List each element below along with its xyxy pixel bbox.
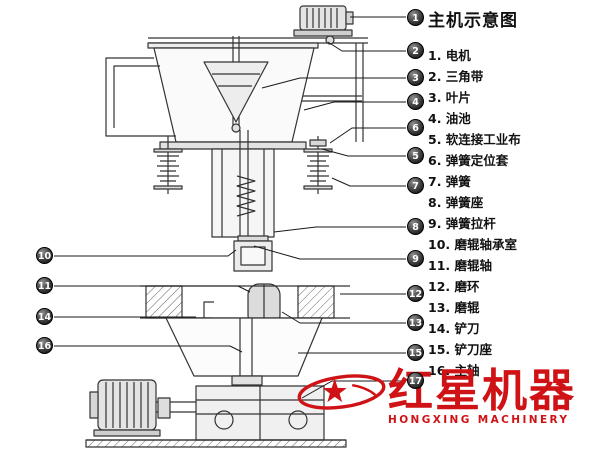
callout-8: 8	[407, 218, 424, 235]
roller-assembly	[233, 235, 281, 327]
callout-7: 7	[407, 177, 424, 194]
legend-item-8: 8. 弹簧座	[428, 195, 484, 210]
legend: 主机示意图 1. 电机 2. 三角带 3. 叶片 4. 油池 5. 软连接工业布…	[428, 6, 521, 381]
legend-item-5: 5. 软连接工业布	[428, 132, 521, 147]
legend-items: 1. 电机 2. 三角带 3. 叶片 4. 油池 5. 软连接工业布 6. 弹簧…	[428, 45, 521, 381]
callout-1: 1	[407, 9, 424, 26]
legend-item-16: 16. 主轴	[428, 363, 480, 378]
callout-2: 2	[407, 42, 424, 59]
legend-item-6: 6. 弹簧定位套	[428, 153, 509, 168]
watermark: 红星机器 HONGXING MACHINERY	[296, 368, 600, 427]
lower-housing	[165, 317, 323, 392]
legend-item-13: 13. 磨辊	[428, 300, 480, 315]
callout-4: 4	[407, 93, 424, 110]
legend-item-7: 7. 弹簧	[428, 174, 471, 189]
callout-11: 11	[36, 277, 53, 294]
callout-16: 16	[36, 337, 53, 354]
legend-item-2: 2. 三角带	[428, 69, 484, 84]
hongxing-logo-icon	[297, 374, 386, 410]
legend-item-9: 9. 弹簧拉杆	[428, 216, 496, 231]
callout-17: 17	[407, 372, 424, 389]
analyzer-motor	[293, 5, 354, 45]
legend-item-10: 10. 磨辊轴承室	[428, 237, 517, 252]
legend-item-4: 4. 油池	[428, 111, 471, 126]
legend-title: 主机示意图	[428, 11, 518, 31]
brand-name-en: HONGXING MACHINERY	[388, 414, 570, 427]
grinding-ring	[140, 285, 350, 319]
center-column	[211, 130, 275, 262]
legend-item-3: 3. 叶片	[428, 90, 471, 105]
upper-housing	[105, 36, 319, 143]
callout-13: 13	[407, 314, 424, 331]
callout-6: 6	[407, 119, 424, 136]
callout-12: 12	[407, 285, 424, 302]
legend-item-14: 14. 铲刀	[428, 321, 480, 336]
legend-item-12: 12. 磨环	[428, 279, 480, 294]
callout-5: 5	[407, 147, 424, 164]
legend-item-15: 15. 铲刀座	[428, 342, 492, 357]
callout-9: 9	[407, 250, 424, 267]
legend-item-1: 1. 电机	[428, 48, 471, 63]
legend-item-11: 11. 磨辊轴	[428, 258, 492, 273]
callout-3: 3	[407, 69, 424, 86]
callout-10: 10	[36, 247, 53, 264]
callout-14: 14	[36, 308, 53, 325]
leader-lines	[54, 16, 406, 399]
spring-assemblies	[153, 136, 333, 194]
bottom-drive	[85, 379, 347, 448]
callout-15: 15	[407, 344, 424, 361]
